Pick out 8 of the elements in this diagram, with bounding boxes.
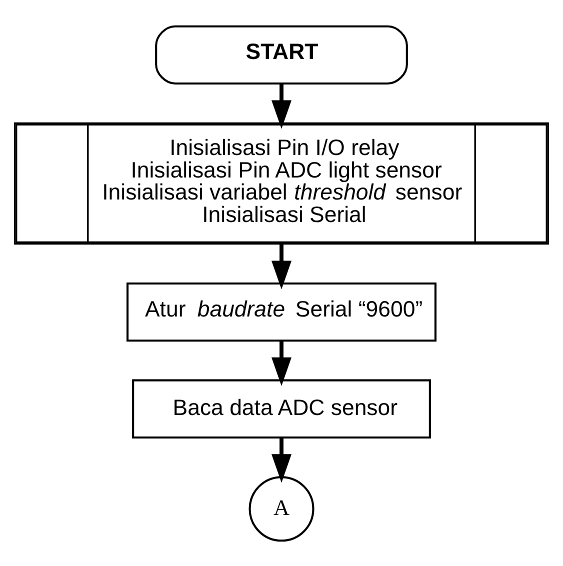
node-circle: A (248, 476, 314, 542)
node-box: Baca data ADC sensor (132, 378, 431, 438)
arrow (271, 83, 292, 128)
node-box: START (155, 24, 408, 84)
node-box: Atur baudrate Serial “9600” (126, 282, 436, 342)
arrow (271, 340, 292, 386)
arrow (271, 244, 292, 289)
arrow (271, 437, 292, 482)
